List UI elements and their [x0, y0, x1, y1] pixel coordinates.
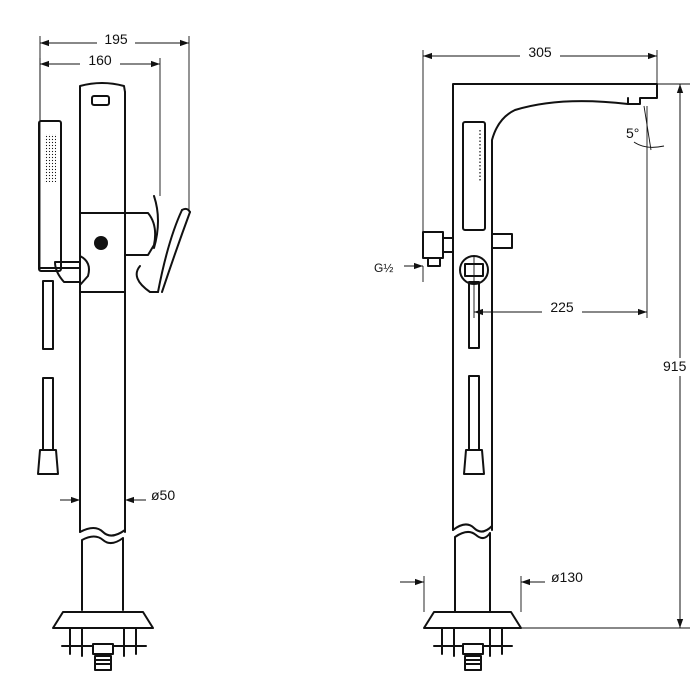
front-inlet-nipple: [427, 257, 441, 267]
side-break-upper: [79, 527, 126, 537]
angle-5-label: 5°: [626, 125, 639, 141]
front-column-lower: [454, 531, 491, 613]
side-column-lower: [81, 535, 124, 611]
side-supply-thread: [94, 659, 112, 665]
side-lever-arm: [157, 209, 191, 293]
front-side-stub: [491, 233, 513, 249]
front-base: [423, 611, 522, 629]
ext-225: [473, 152, 648, 318]
front-mount-nut: [462, 643, 484, 655]
front-hose-lower: [468, 375, 480, 451]
front-break-upper: [452, 523, 493, 533]
side-mount-bolts: [61, 627, 147, 657]
dim-bg-305: [520, 45, 560, 61]
side-shower-holder: [39, 261, 81, 283]
side-lever-base: [124, 212, 157, 256]
side-spout-head: [79, 82, 126, 93]
side-hose-connector: [37, 449, 59, 475]
dim-bg-160: [80, 52, 120, 68]
front-supply-thread: [464, 659, 482, 665]
dim-915-label: 915: [663, 358, 687, 374]
side-mount-nut: [92, 643, 114, 655]
side-shower-nozzles: [44, 134, 56, 182]
front-column-upper: [452, 214, 493, 531]
dim-160-label: 160: [88, 52, 112, 68]
dim-bg-915: [662, 358, 698, 376]
dim-130-label: ø130: [551, 569, 583, 585]
side-aerator: [91, 95, 110, 106]
side-hose-lower: [42, 377, 54, 451]
dim-bg-195: [97, 32, 135, 48]
ext-130: [423, 576, 522, 612]
side-base: [52, 611, 154, 629]
ext-160: [39, 58, 161, 196]
side-lever-body: [135, 195, 159, 293]
dim-225-label: 225: [550, 299, 574, 315]
front-inlet-block: [422, 231, 444, 259]
dim-305-label: 305: [528, 44, 552, 60]
side-mixer-body: [79, 212, 126, 293]
ext-195: [39, 36, 190, 270]
ext-305: [422, 50, 658, 232]
front-view: 305 5° G½ 225 915 ø130: [374, 44, 698, 671]
front-hand-shower: [462, 121, 486, 231]
side-lever-tip: [181, 207, 191, 213]
side-mixer-hole: [94, 236, 108, 250]
angle-slant-line: [643, 105, 652, 151]
side-hose-upper: [42, 280, 54, 350]
dim-bg-225: [542, 300, 582, 316]
side-hand-shower: [38, 120, 62, 272]
front-hose-connector: [463, 449, 485, 475]
side-view: 195 160 ø50: [37, 31, 191, 671]
front-spout: [452, 83, 658, 216]
dim-195-label: 195: [104, 31, 128, 47]
dim-50-label: ø50: [151, 487, 175, 503]
angle-arc: [633, 141, 665, 148]
ext-915: [521, 83, 690, 629]
side-holder-joint: [79, 255, 90, 286]
side-column-upper: [79, 91, 126, 533]
thread-label: G½: [374, 261, 393, 275]
front-mount-bolts: [433, 627, 513, 657]
front-inlet-neck: [442, 237, 454, 253]
